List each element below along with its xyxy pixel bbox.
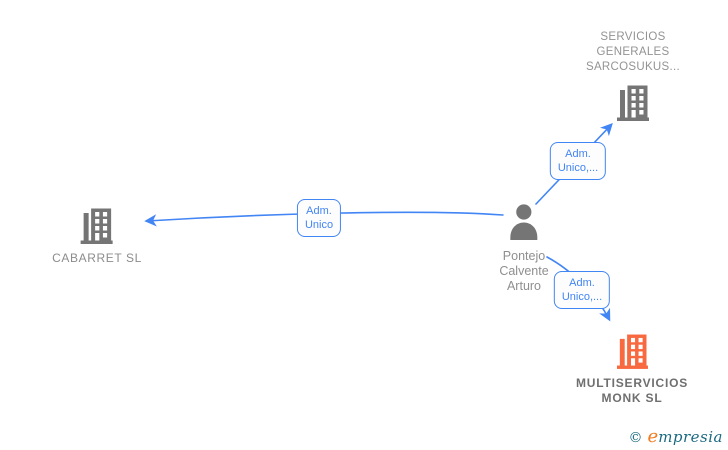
person-name-line: Arturo [506,279,542,293]
company-name-line: MONK SL [601,391,663,405]
building-icon [617,84,649,121]
company-name-cabarret: CABARRET SL [52,251,142,265]
empresia-logo[interactable]: ©empresia [629,426,723,447]
node-servicios-generales[interactable]: SERVICIOS GENERALES SARCOSUKUS... [586,30,680,121]
node-cabarret[interactable]: CABARRET SL [52,207,142,266]
brand-name: empresia [647,426,723,447]
edge-label-line: Unico,... [561,291,603,303]
company-name-line: SERVICIOS [600,31,666,43]
edge-label-line: Adm. [306,205,332,217]
edge-label-line: Unico,... [557,162,599,174]
edge-label-line: Unico [304,219,334,231]
copyright-symbol: © [628,430,643,446]
building-icon [616,333,647,369]
brand-rest: mpresia [658,428,723,446]
node-multiservicios-monk[interactable]: MULTISERVICIOS MONK SL [576,333,688,406]
edge-label-line: Adm. [569,277,595,289]
edge-label-adm-unico-multiservicios[interactable]: Adm. Unico,... [553,271,611,309]
person-name-line: Pontejo [502,249,546,263]
brand-initial: e [647,426,659,447]
person-icon [506,204,543,240]
edge-label-adm-unico-servicios[interactable]: Adm. Unico,... [549,142,607,180]
company-name-line: GENERALES [596,46,670,58]
person-name-line: Calvente [499,264,549,278]
person-name: Pontejo Calvente Arturo [499,249,548,294]
edge-label-adm-unico-cabarret[interactable]: Adm. Unico [296,199,342,237]
edge-label-line: Adm. [565,148,591,160]
building-icon [81,207,114,244]
company-name-line: MULTISERVICIOS [575,376,689,390]
node-pontejo-calvente-arturo[interactable]: Pontejo Calvente Arturo [499,204,549,294]
company-name-multiservicios: MULTISERVICIOS MONK SL [576,376,688,406]
company-name-servicios: SERVICIOS GENERALES SARCOSUKUS... [586,30,680,75]
company-name-line: SARCOSUKUS... [585,61,681,73]
